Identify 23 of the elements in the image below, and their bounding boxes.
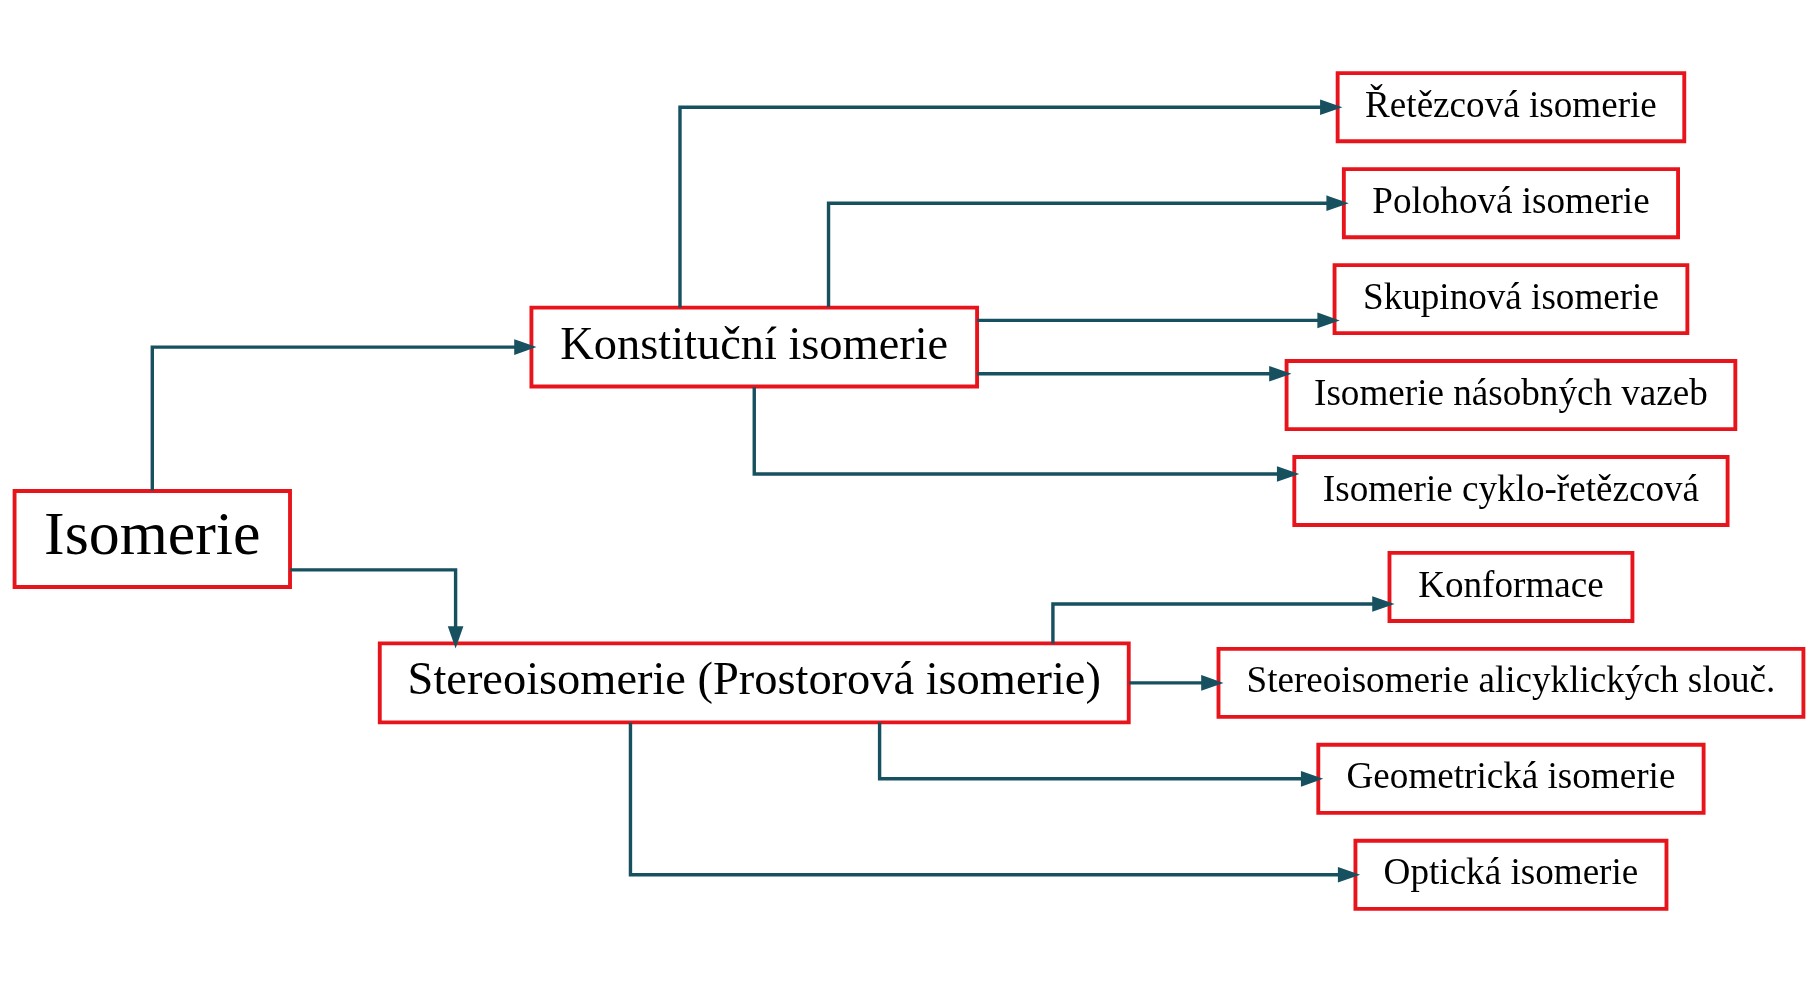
- arrow: [1129, 675, 1224, 691]
- node-box: Isomerie cyklo-řetězcová: [1292, 455, 1730, 527]
- arrow: [977, 365, 1292, 382]
- arrow: [628, 722, 1361, 883]
- node-box: Geometrická isomerie: [1316, 742, 1706, 815]
- node-box: Konformace: [1387, 550, 1635, 623]
- node-box: Stereoisomerie (Prostorová isomerie): [377, 641, 1131, 725]
- node-box: Isomerie násobných vazeb: [1284, 359, 1738, 432]
- node-box: Konstituční isomerie: [529, 305, 980, 389]
- arrow: [977, 312, 1340, 329]
- arrow: [752, 387, 1300, 482]
- node-box: Polohová isomerie: [1341, 167, 1680, 240]
- node-box: Isomerie: [12, 489, 292, 589]
- node-box: Stereoisomerie alicyklických slouč.: [1216, 646, 1806, 719]
- arrow: [150, 339, 537, 491]
- arrow: [1051, 596, 1395, 644]
- arrow: [678, 99, 1343, 308]
- node-box: Řetězcová isomerie: [1335, 71, 1687, 144]
- node-box: Skupinová isomerie: [1332, 263, 1690, 336]
- arrow: [826, 195, 1349, 307]
- arrow: [877, 722, 1324, 787]
- node-box: Optická isomerie: [1353, 838, 1669, 911]
- arrow: [290, 568, 464, 649]
